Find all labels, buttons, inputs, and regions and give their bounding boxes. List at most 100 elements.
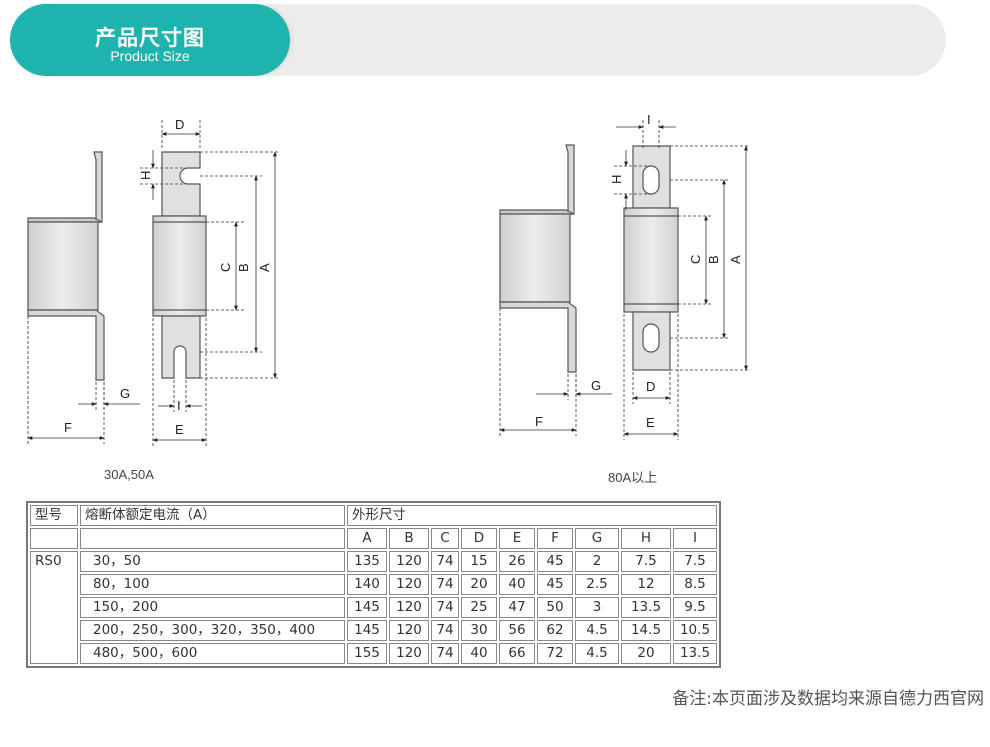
label-i-2: I xyxy=(647,112,651,127)
value-cell: 13.5 xyxy=(621,597,671,618)
value-cell: 50 xyxy=(537,597,573,618)
value-cell: 14.5 xyxy=(621,620,671,641)
value-cell: 15 xyxy=(461,551,497,572)
label-a-2: A xyxy=(728,255,743,264)
value-cell: 145 xyxy=(347,620,387,641)
label-h-1: H xyxy=(138,171,153,180)
subheader-blank-model xyxy=(30,528,78,549)
header-title-cn: 产品尺寸图 xyxy=(95,26,205,50)
value-cell: 74 xyxy=(431,551,459,572)
header-title-pill: 产品尺寸图 Product Size xyxy=(10,4,290,76)
drawing-30a-50a xyxy=(27,151,207,381)
value-cell: 30 xyxy=(461,620,497,641)
value-cell: 62 xyxy=(537,620,573,641)
value-cell: 4.5 xyxy=(575,643,619,664)
label-b-2: B xyxy=(706,255,721,264)
subheader-blank-current xyxy=(80,528,345,549)
value-cell: 74 xyxy=(431,643,459,664)
value-cell: 120 xyxy=(389,597,429,618)
value-cell: 40 xyxy=(461,643,497,664)
col-b: B xyxy=(389,528,429,549)
current-cell: 200，250，300，320，350，400 xyxy=(80,620,345,641)
source-note: 备注:本页面涉及数据均来源自德力西官网 xyxy=(672,689,984,709)
value-cell: 25 xyxy=(461,597,497,618)
table-row: RS0 30，50 135 120 74 15 26 45 2 7.5 7.5 xyxy=(30,551,717,664)
header-rated-current: 熔断体额定电流（A） xyxy=(80,505,345,526)
header-model: 型号 xyxy=(30,505,78,526)
value-cell: 120 xyxy=(389,574,429,595)
label-b-1: B xyxy=(236,263,251,272)
value-cell: 74 xyxy=(431,574,459,595)
value-cell: 120 xyxy=(389,620,429,641)
model-cell: RS0 xyxy=(30,551,78,664)
value-cell: 20 xyxy=(461,574,497,595)
value-cell: 72 xyxy=(537,643,573,664)
table-row: 150，200 145 120 74 25 47 50 3 13.5 9.5 xyxy=(30,597,717,618)
value-cell: 8.5 xyxy=(673,574,717,595)
label-h-2: H xyxy=(609,175,624,184)
value-cell: 45 xyxy=(537,574,573,595)
caption-80a-above: 80A以上 xyxy=(608,470,658,485)
label-c-1: C xyxy=(218,263,233,272)
header-dimensions: 外形尺寸 xyxy=(347,505,717,526)
dimension-labels-2: I H C B A G F D E xyxy=(535,112,743,430)
col-d: D xyxy=(461,528,497,549)
label-a-1: A xyxy=(257,263,272,272)
value-cell: 140 xyxy=(347,574,387,595)
label-d-1: D xyxy=(175,117,184,132)
table-row: 480，500，600 155 120 74 40 66 72 4.5 20 1… xyxy=(30,643,717,664)
value-cell: 74 xyxy=(431,620,459,641)
label-e-2: E xyxy=(646,415,655,430)
table-row: 80，100 140 120 74 20 40 45 2.5 12 8.5 xyxy=(30,574,717,595)
value-cell: 47 xyxy=(499,597,535,618)
value-cell: 7.5 xyxy=(673,551,717,572)
table-subheader-row: A B C D E F G H I xyxy=(30,528,717,549)
col-g: G xyxy=(575,528,619,549)
col-c: C xyxy=(431,528,459,549)
value-cell: 40 xyxy=(499,574,535,595)
dimension-lines-1 xyxy=(27,120,280,446)
value-cell: 12 xyxy=(621,574,671,595)
value-cell: 3 xyxy=(575,597,619,618)
label-i-1: I xyxy=(177,398,181,413)
drawing-80a-above xyxy=(499,144,679,373)
label-g-2: G xyxy=(591,378,601,393)
col-e: E xyxy=(499,528,535,549)
label-e-1: E xyxy=(175,422,184,437)
value-cell: 2 xyxy=(575,551,619,572)
value-cell: 2.5 xyxy=(575,574,619,595)
table-row: 200，250，300，320，350，400 145 120 74 30 56… xyxy=(30,620,717,641)
current-cell: 150，200 xyxy=(80,597,345,618)
value-cell: 9.5 xyxy=(673,597,717,618)
value-cell: 26 xyxy=(499,551,535,572)
dimension-labels-1: D H C B A G F I E xyxy=(64,117,272,437)
value-cell: 13.5 xyxy=(673,643,717,664)
header-title-en: Product Size xyxy=(110,48,190,64)
value-cell: 66 xyxy=(499,643,535,664)
caption-30a-50a: 30A,50A xyxy=(104,467,154,482)
label-c-2: C xyxy=(688,255,703,264)
value-cell: 120 xyxy=(389,551,429,572)
label-g-1: G xyxy=(120,386,130,401)
value-cell: 74 xyxy=(431,597,459,618)
value-cell: 135 xyxy=(347,551,387,572)
current-cell: 80，100 xyxy=(80,574,345,595)
label-f-2: F xyxy=(535,414,543,429)
dimension-drawings: D H C B A G F I E xyxy=(27,112,750,446)
col-a: A xyxy=(347,528,387,549)
value-cell: 45 xyxy=(537,551,573,572)
value-cell: 10.5 xyxy=(673,620,717,641)
current-cell: 30，50 xyxy=(80,551,345,572)
value-cell: 155 xyxy=(347,643,387,664)
value-cell: 145 xyxy=(347,597,387,618)
value-cell: 7.5 xyxy=(621,551,671,572)
value-cell: 20 xyxy=(621,643,671,664)
table-header-row: 型号 熔断体额定电流（A） 外形尺寸 xyxy=(30,505,717,526)
col-i: I xyxy=(673,528,717,549)
dimension-lines-2 xyxy=(499,120,750,440)
label-f-1: F xyxy=(64,420,72,435)
col-h: H xyxy=(621,528,671,549)
value-cell: 56 xyxy=(499,620,535,641)
spec-table: 型号 熔断体额定电流（A） 外形尺寸 A B C D E F G H I RS0… xyxy=(26,501,721,668)
current-cell: 480，500，600 xyxy=(80,643,345,664)
